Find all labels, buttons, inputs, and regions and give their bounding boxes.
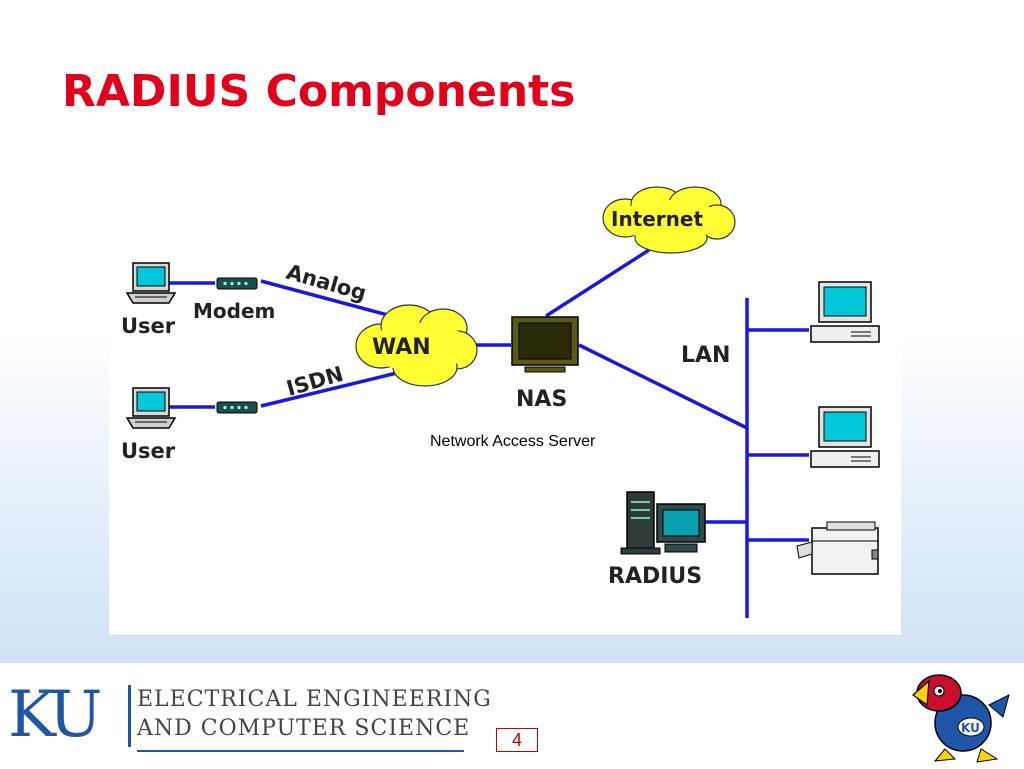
wan-label: WAN	[372, 335, 431, 360]
user-laptop-1	[126, 262, 176, 304]
network-links	[169, 248, 809, 618]
nas-label: NAS	[516, 387, 567, 412]
nas-caption: Network Access Server	[430, 433, 596, 450]
diagram-canvas: User User Modem Analog ISDN WAN	[121, 186, 880, 618]
server-tower-icon	[620, 491, 661, 555]
laptop-icon	[126, 262, 176, 304]
department-underline	[137, 750, 464, 752]
internet-cloud: Internet	[602, 186, 736, 254]
user-laptop-2	[126, 387, 176, 429]
user-label: User	[121, 439, 176, 463]
logo-divider	[128, 685, 131, 747]
slide-title: RADIUS Components	[62, 66, 576, 117]
ku-logo: KU	[8, 678, 102, 752]
modem-icon	[216, 277, 258, 290]
department-name-line2: AND COMPUTER SCIENCE	[137, 716, 471, 741]
nas-terminal: NAS Network Access Server	[430, 316, 596, 450]
internet-label: Internet	[611, 207, 703, 231]
footer-bar: KU ELECTRICAL ENGINEERING AND COMPUTER S…	[0, 662, 1024, 769]
department-name-line1: ELECTRICAL ENGINEERING	[137, 687, 492, 712]
isdn-label: ISDN	[284, 362, 346, 401]
user-label: User	[121, 314, 176, 338]
cloud-icon	[355, 304, 478, 387]
laptop-icon	[126, 387, 176, 429]
desktop-icon	[810, 281, 880, 343]
jayhawk-mascot-icon: KU	[912, 674, 1010, 763]
terminal-icon	[511, 316, 579, 373]
radius-label: RADIUS	[608, 564, 702, 589]
cloud-icon	[602, 186, 736, 254]
desktop-icon	[656, 503, 706, 553]
desktop-icon	[810, 406, 880, 468]
lan-label: LAN	[681, 343, 730, 368]
modem-icon	[216, 401, 258, 414]
modem-label: Modem	[193, 299, 275, 323]
printer-icon	[796, 521, 879, 575]
radius-server: RADIUS	[608, 491, 706, 589]
wan-cloud: WAN	[355, 304, 478, 387]
page-number: 4	[496, 728, 538, 752]
network-diagram: User User Modem Analog ISDN WAN	[109, 160, 901, 635]
mascot-ku-text: KU	[961, 721, 980, 735]
